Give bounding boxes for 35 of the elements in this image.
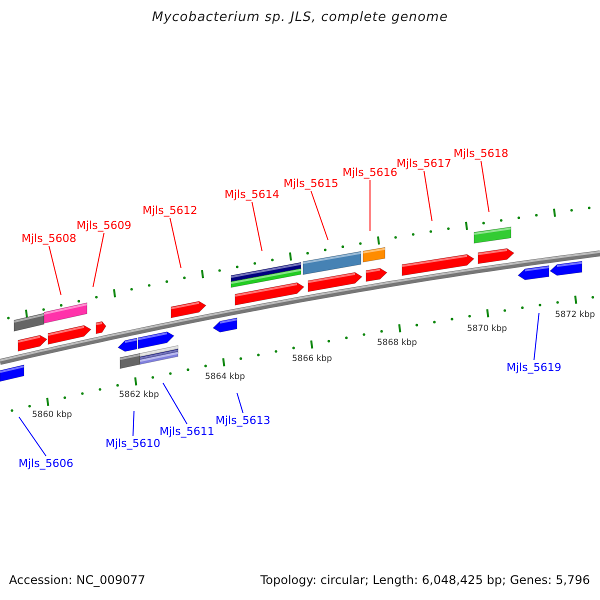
leader-line (48, 246, 62, 296)
gene-label: Mjls_5616 (342, 166, 398, 179)
gene-label: Mjls_5611 (160, 425, 214, 438)
scale-label: 5864 kbp (205, 371, 246, 384)
gene-label: Mjls_5606 (18, 457, 74, 470)
gene-label: Mjls_5617 (396, 157, 452, 170)
gene-label: Mjls_5609 (76, 219, 132, 232)
leader-line (424, 170, 432, 222)
scale-label: 5862 kbp (119, 389, 160, 402)
gene-label: Mjls_5614 (224, 188, 280, 201)
gene-label: Mjls_5613 (216, 414, 270, 427)
leader-line (170, 218, 182, 268)
leader-line (18, 416, 46, 456)
leader-line (480, 160, 490, 212)
gene-label: Mjls_5615 (284, 177, 338, 190)
title: Mycobacterium sp. JLS, complete genome (150, 11, 450, 24)
leader-line (252, 202, 262, 252)
scale-label: 5866 kbp (292, 353, 332, 366)
leader-line (162, 382, 188, 424)
scale-label: 5860 kbp (32, 409, 72, 422)
gene-label: Mjls_5619 (506, 361, 562, 374)
leader-line (534, 312, 540, 360)
leader-line (132, 410, 134, 436)
gene-label: Mjls_5612 (142, 204, 198, 217)
gene-label: Mjls_5608 (22, 232, 76, 245)
leader-line (236, 392, 244, 414)
leader-line (92, 232, 104, 288)
scale-label: 5872 kbp (555, 309, 596, 322)
genome-summary-text: Topology: circular; Length: 6,048,425 bp; Genes: 5,796 (260, 574, 590, 587)
leader-line (310, 190, 328, 240)
accession-text: Accession: NC_009077 (9, 574, 146, 587)
gene-label: Mjls_5618 (454, 147, 508, 160)
gene-label: Mjls_5610 (106, 437, 160, 450)
scale-label: 5870 kbp (467, 323, 508, 336)
scale-label: 5868 kbp (377, 337, 418, 350)
